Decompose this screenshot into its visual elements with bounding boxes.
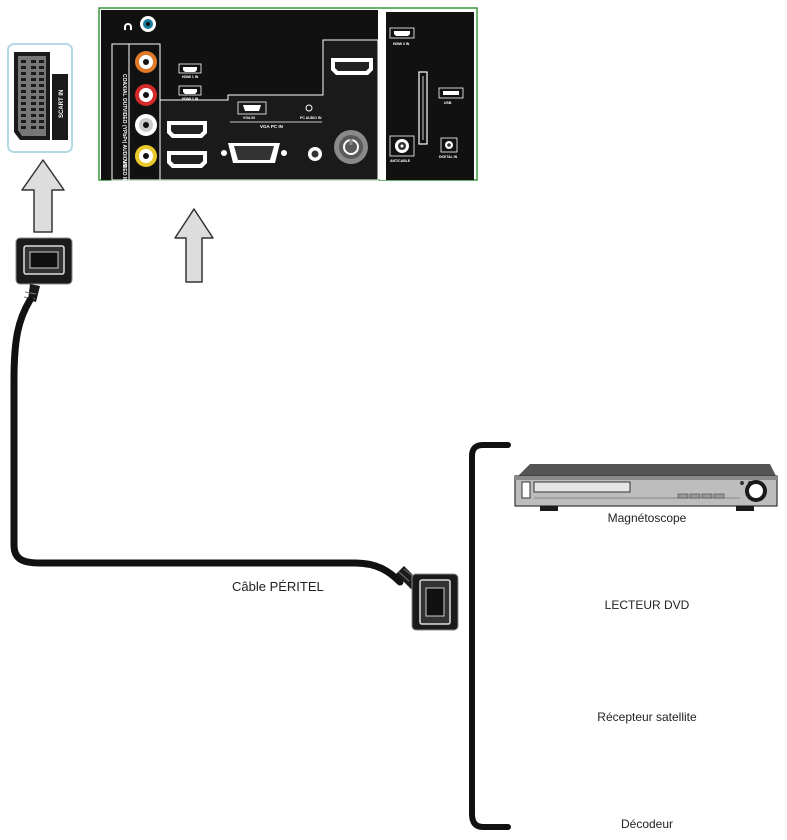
dvd-label: LECTEUR DVD [604,598,690,612]
arrow-up-icon [174,208,214,283]
hdmi-2-port [167,151,207,168]
audio-l-jack [135,114,157,136]
usb-label: USB [444,101,452,105]
coaxial-out-jack [135,51,157,73]
satellite-label: Récepteur satellite [597,710,697,724]
ci-card-slot [418,71,428,145]
video-in-jack [135,145,157,167]
pc-audio-label: PC AUDIO IN [300,116,322,120]
digital-in-label: DIGITAL IN [439,155,458,159]
power-connector [334,130,368,164]
arrow-up-icon [21,159,65,233]
hdmi2-label: HDMI 2 IN [182,97,199,101]
headphone-jack [140,16,156,32]
scart-cable-label: Câble PÉRITEL [232,579,324,594]
vga-port [221,143,287,163]
scart-in-socket [7,43,73,153]
vcr-label: Magnétoscope [607,511,687,525]
vga-in-label: VGA IN [243,116,255,120]
digital-in-port [440,137,458,153]
ant-cable-label: ANT/CABLE [390,159,411,163]
scart-cable [10,237,459,631]
vcr-device-icon [514,464,778,511]
usb-port [438,87,464,99]
audio-r-jack [135,84,157,106]
pc-audio-jack [308,147,322,161]
headphone-icon [124,23,132,30]
hdmi3-label: HDMI 3 IN [393,42,410,46]
scart-in-label: SCART IN [59,90,65,118]
vga-pc-in-label: VGA PC IN [260,124,283,129]
coaxial-out-label: COAXIAL OUT [121,74,127,108]
video-in-label: VIDEO IN [121,160,127,182]
hdmi1-label: HDMI 1 IN [182,75,199,79]
antenna-input [389,135,415,157]
device-group-bracket [469,442,511,830]
hdmi-3-port [331,58,373,75]
hdmi-1-port [167,121,207,138]
decoder-label: Décodeur [620,817,674,831]
ypbpr-audio-label: VIDEO (YPbPr) AUDIO IN [121,108,127,167]
